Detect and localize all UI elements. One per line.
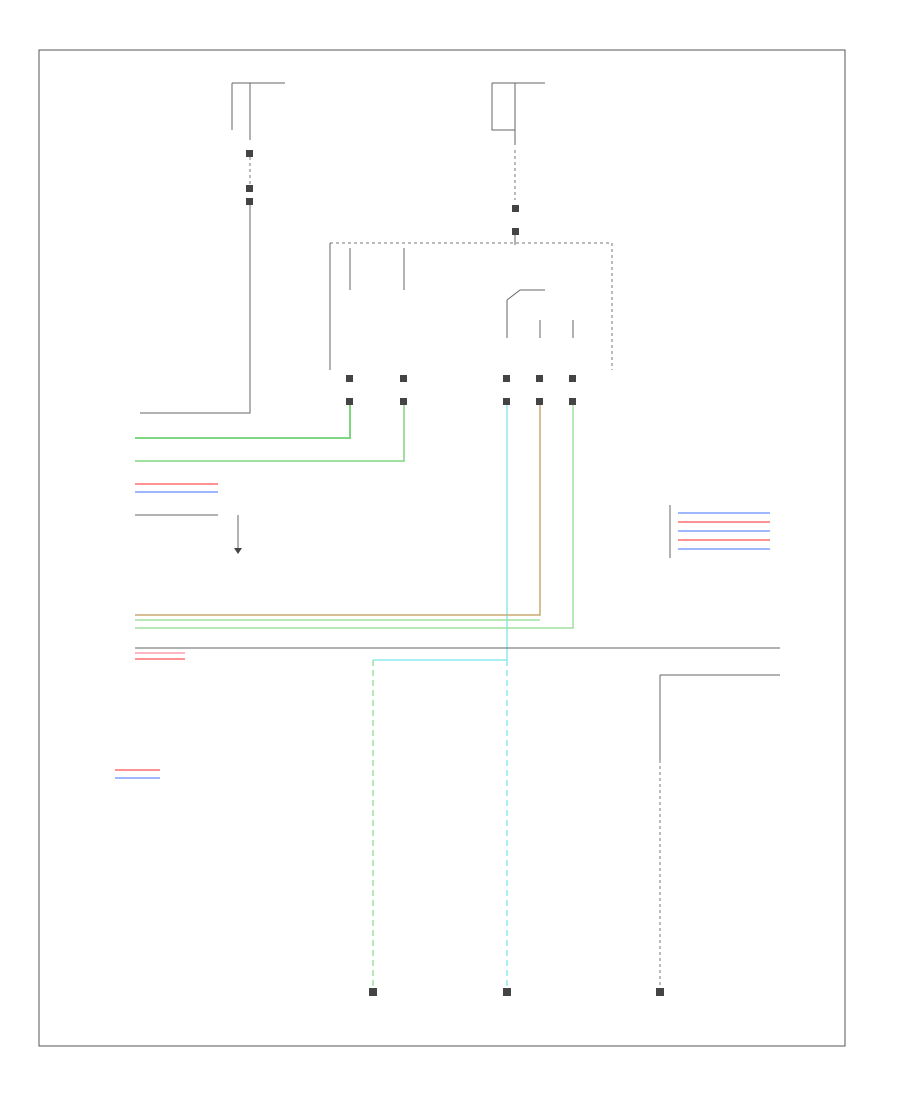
wire-tan [135, 405, 541, 616]
bcm-wires [135, 405, 405, 554]
connector-pin-icon [503, 398, 510, 405]
wire-green-1 [135, 405, 351, 439]
connector-pin-icon [400, 398, 407, 405]
ground-icon [234, 548, 242, 554]
connector-pin-icon [246, 198, 253, 205]
connector-pin-icon [246, 185, 253, 192]
ground-icon [369, 988, 377, 996]
ground-icon [656, 988, 664, 996]
right-module [669, 505, 770, 558]
bottom-run-1 [369, 660, 377, 996]
ipdm-down-wires [135, 405, 574, 660]
ground-icon [503, 988, 511, 996]
connector-pin-icon [246, 150, 253, 157]
wire-green-2 [135, 405, 405, 462]
connector-pin-icon [569, 398, 576, 405]
lower-left-switch [115, 769, 160, 779]
bottom-run-2 [503, 660, 511, 996]
connector-pin-icon [512, 205, 519, 212]
wire-lightgreen [135, 405, 574, 629]
fuse-block-left [140, 82, 285, 414]
connector-pin-icon [536, 398, 543, 405]
ipdm-box [329, 242, 613, 405]
connector-pin-icon [569, 375, 576, 382]
connector-pin-icon [512, 228, 519, 235]
diagram-frame [38, 49, 846, 1047]
connector-pin-icon [400, 375, 407, 382]
connector-pin-icon [536, 375, 543, 382]
connector-pin-icon [346, 398, 353, 405]
fuse-block-right [491, 82, 545, 245]
bottom-run-3 [656, 760, 664, 996]
connector-pin-icon [346, 375, 353, 382]
connector-pin-icon [503, 375, 510, 382]
mid-bus [135, 619, 780, 760]
